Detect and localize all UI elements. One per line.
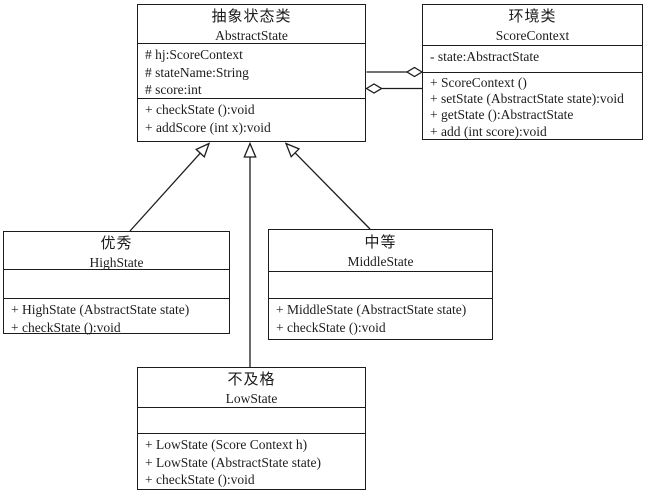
- class-name-cn: 环境类: [508, 9, 557, 25]
- attributes-compartment: # hj:ScoreContext # stateName:String # sco…: [138, 44, 365, 99]
- class-member: + ScoreContext (): [430, 75, 527, 90]
- class-member: # hj:ScoreContext: [145, 47, 243, 62]
- class-box-highstate: 优秀 HighState + HighState (AbstractState …: [3, 231, 230, 336]
- class-box-scorecontext: 环境类 ScoreContext - state:AbstractState +…: [422, 4, 643, 140]
- methods-compartment: + checkState ():void + addScore (int x):v…: [138, 99, 365, 136]
- class-member: # stateName:String: [145, 64, 249, 80]
- class-member: - state:AbstractState: [430, 49, 540, 64]
- class-name-cn: 抽象状态类: [211, 9, 292, 25]
- class-box-lowstate: 不及格 LowState + LowState (Score Context h…: [137, 367, 366, 490]
- class-title: 中等 MiddleState: [269, 230, 492, 272]
- class-name-en: AbstractState: [215, 28, 288, 43]
- class-member: + add (int score):void: [430, 123, 547, 139]
- class-name-cn: 优秀: [100, 236, 133, 252]
- class-member: + checkState ():void: [11, 319, 121, 335]
- class-member: + MiddleState (AbstractState state): [276, 302, 467, 317]
- class-box-middlestate: 中等 MiddleState + MiddleState (AbstractSt…: [268, 229, 493, 340]
- methods-compartment: + ScoreContext ()+ setState (AbstractSta…: [423, 73, 642, 140]
- class-member: + LowState (AbstractState state): [145, 454, 321, 470]
- class-member: + HighState (AbstractState state): [11, 302, 190, 317]
- attributes-compartment: [138, 408, 365, 434]
- class-member: + setState (AbstractState state):void: [430, 91, 624, 107]
- aggregation-diamond-scorecontext: [366, 66, 424, 78]
- generalization-arrow-lowstate: [243, 141, 257, 367]
- class-title: 抽象状态类 AbstractState: [138, 5, 365, 44]
- methods-compartment: + LowState (Score Context h) + LowState (…: [138, 434, 365, 489]
- attributes-compartment: [4, 270, 229, 299]
- aggregation-diamond-abstractstate: [365, 83, 422, 94]
- class-box-abstractstate: 抽象状态类 AbstractState # hj:ScoreContext # s…: [137, 4, 366, 142]
- generalization-arrow-highstate: [129, 142, 211, 232]
- class-name-en: MiddleState: [347, 254, 414, 269]
- class-title: 环境类 ScoreContext: [423, 5, 642, 46]
- class-name-en: LowState: [225, 391, 278, 406]
- class-name-en: ScoreContext: [495, 28, 570, 43]
- attributes-compartment: [269, 272, 492, 299]
- class-title: 优秀 HighState: [4, 232, 229, 270]
- class-name-cn: 中等: [364, 235, 397, 251]
- class-name-cn: 不及格: [227, 372, 276, 388]
- class-member: + checkState ():void: [276, 319, 386, 335]
- class-name-en: HighState: [89, 255, 144, 270]
- class-member: + checkState ():void: [145, 102, 255, 117]
- class-member: + checkState ():void: [145, 472, 255, 487]
- class-member: + getState ():AbstractState: [430, 107, 574, 123]
- generalization-arrow-middlestate: [284, 142, 371, 230]
- attributes-compartment: - state:AbstractState: [423, 46, 642, 73]
- class-title: 不及格 LowState: [138, 368, 365, 408]
- class-member: # score:int: [145, 82, 202, 97]
- class-member: + LowState (Score Context h): [145, 437, 308, 452]
- methods-compartment: + HighState (AbstractState state) + check…: [4, 299, 229, 336]
- methods-compartment: + MiddleState (AbstractState state) + che…: [269, 299, 492, 336]
- class-member: + addScore (int x):void: [145, 119, 271, 135]
